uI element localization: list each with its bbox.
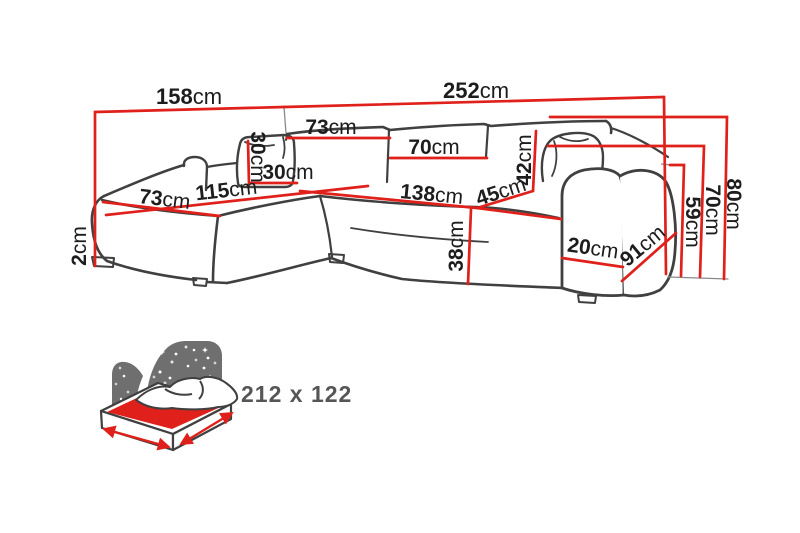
sleeping-area-text: 212 x 122 — [241, 381, 352, 407]
dim-label-115: 115cm — [194, 176, 258, 206]
dim-line-252 — [282, 95, 666, 109]
dim-line-38 — [466, 207, 473, 286]
dim-line-80 — [548, 115, 729, 281]
dim-line-59 — [668, 163, 686, 278]
dim-label-2: 2cm — [68, 226, 91, 266]
dim-label-138: 138cm — [399, 180, 464, 209]
bed-duvet — [135, 375, 239, 411]
dim-line-73-seat — [101, 200, 222, 218]
sofa-back-arm — [182, 155, 209, 192]
dim-label-59: 59cm — [681, 196, 704, 247]
floor-line — [667, 276, 729, 280]
dim-label-38: 38cm — [445, 220, 468, 271]
dim-line-70-height — [546, 144, 706, 279]
dim-label-73-seat: 73cm — [138, 185, 192, 214]
dim-line-138 — [298, 189, 479, 210]
corner-pillow — [235, 133, 296, 189]
dim-line-115 — [104, 184, 370, 217]
dim-line-20 — [560, 256, 625, 269]
dim-line-91 — [620, 231, 678, 283]
dimension-labels: 158cm 252cm 73cm 70cm 30cm 30cm 115cm 73… — [68, 78, 745, 272]
dim-label-30-vertical: 30cm — [246, 131, 269, 182]
dim-label-73-back: 73cm — [305, 116, 356, 139]
right-armrest — [560, 167, 677, 298]
dim-label-158: 158cm — [156, 84, 222, 109]
dim-label-252: 252cm — [443, 78, 509, 103]
dim-label-80: 80cm — [722, 178, 745, 229]
width-arrow — [102, 425, 171, 451]
dim-label-30-horizontal: 30cm — [262, 161, 313, 184]
dim-label-20: 20cm — [566, 234, 620, 264]
bed-size-arrows — [102, 411, 234, 451]
dimension-lines — [93, 95, 729, 286]
dim-line-158 — [93, 105, 286, 114]
sleeping-function-icon: 212 x 122 — [99, 341, 352, 452]
dim-line-right-vertical — [662, 95, 668, 276]
dim-label-42: 42cm — [513, 134, 536, 185]
sofa-outline — [90, 119, 729, 304]
dim-line-45 — [475, 189, 535, 210]
sofa-legs — [91, 253, 597, 304]
dim-label-70-back: 70cm — [408, 136, 459, 159]
depth-arrow — [179, 411, 234, 446]
dim-label-70-height: 70cm — [701, 184, 724, 235]
dim-line-42 — [531, 129, 538, 193]
dim-line-30-vertical — [246, 139, 251, 186]
main-seat — [318, 194, 564, 290]
dim-line-seat-to-armrest — [475, 206, 563, 221]
dim-label-45: 45cm — [473, 173, 529, 211]
